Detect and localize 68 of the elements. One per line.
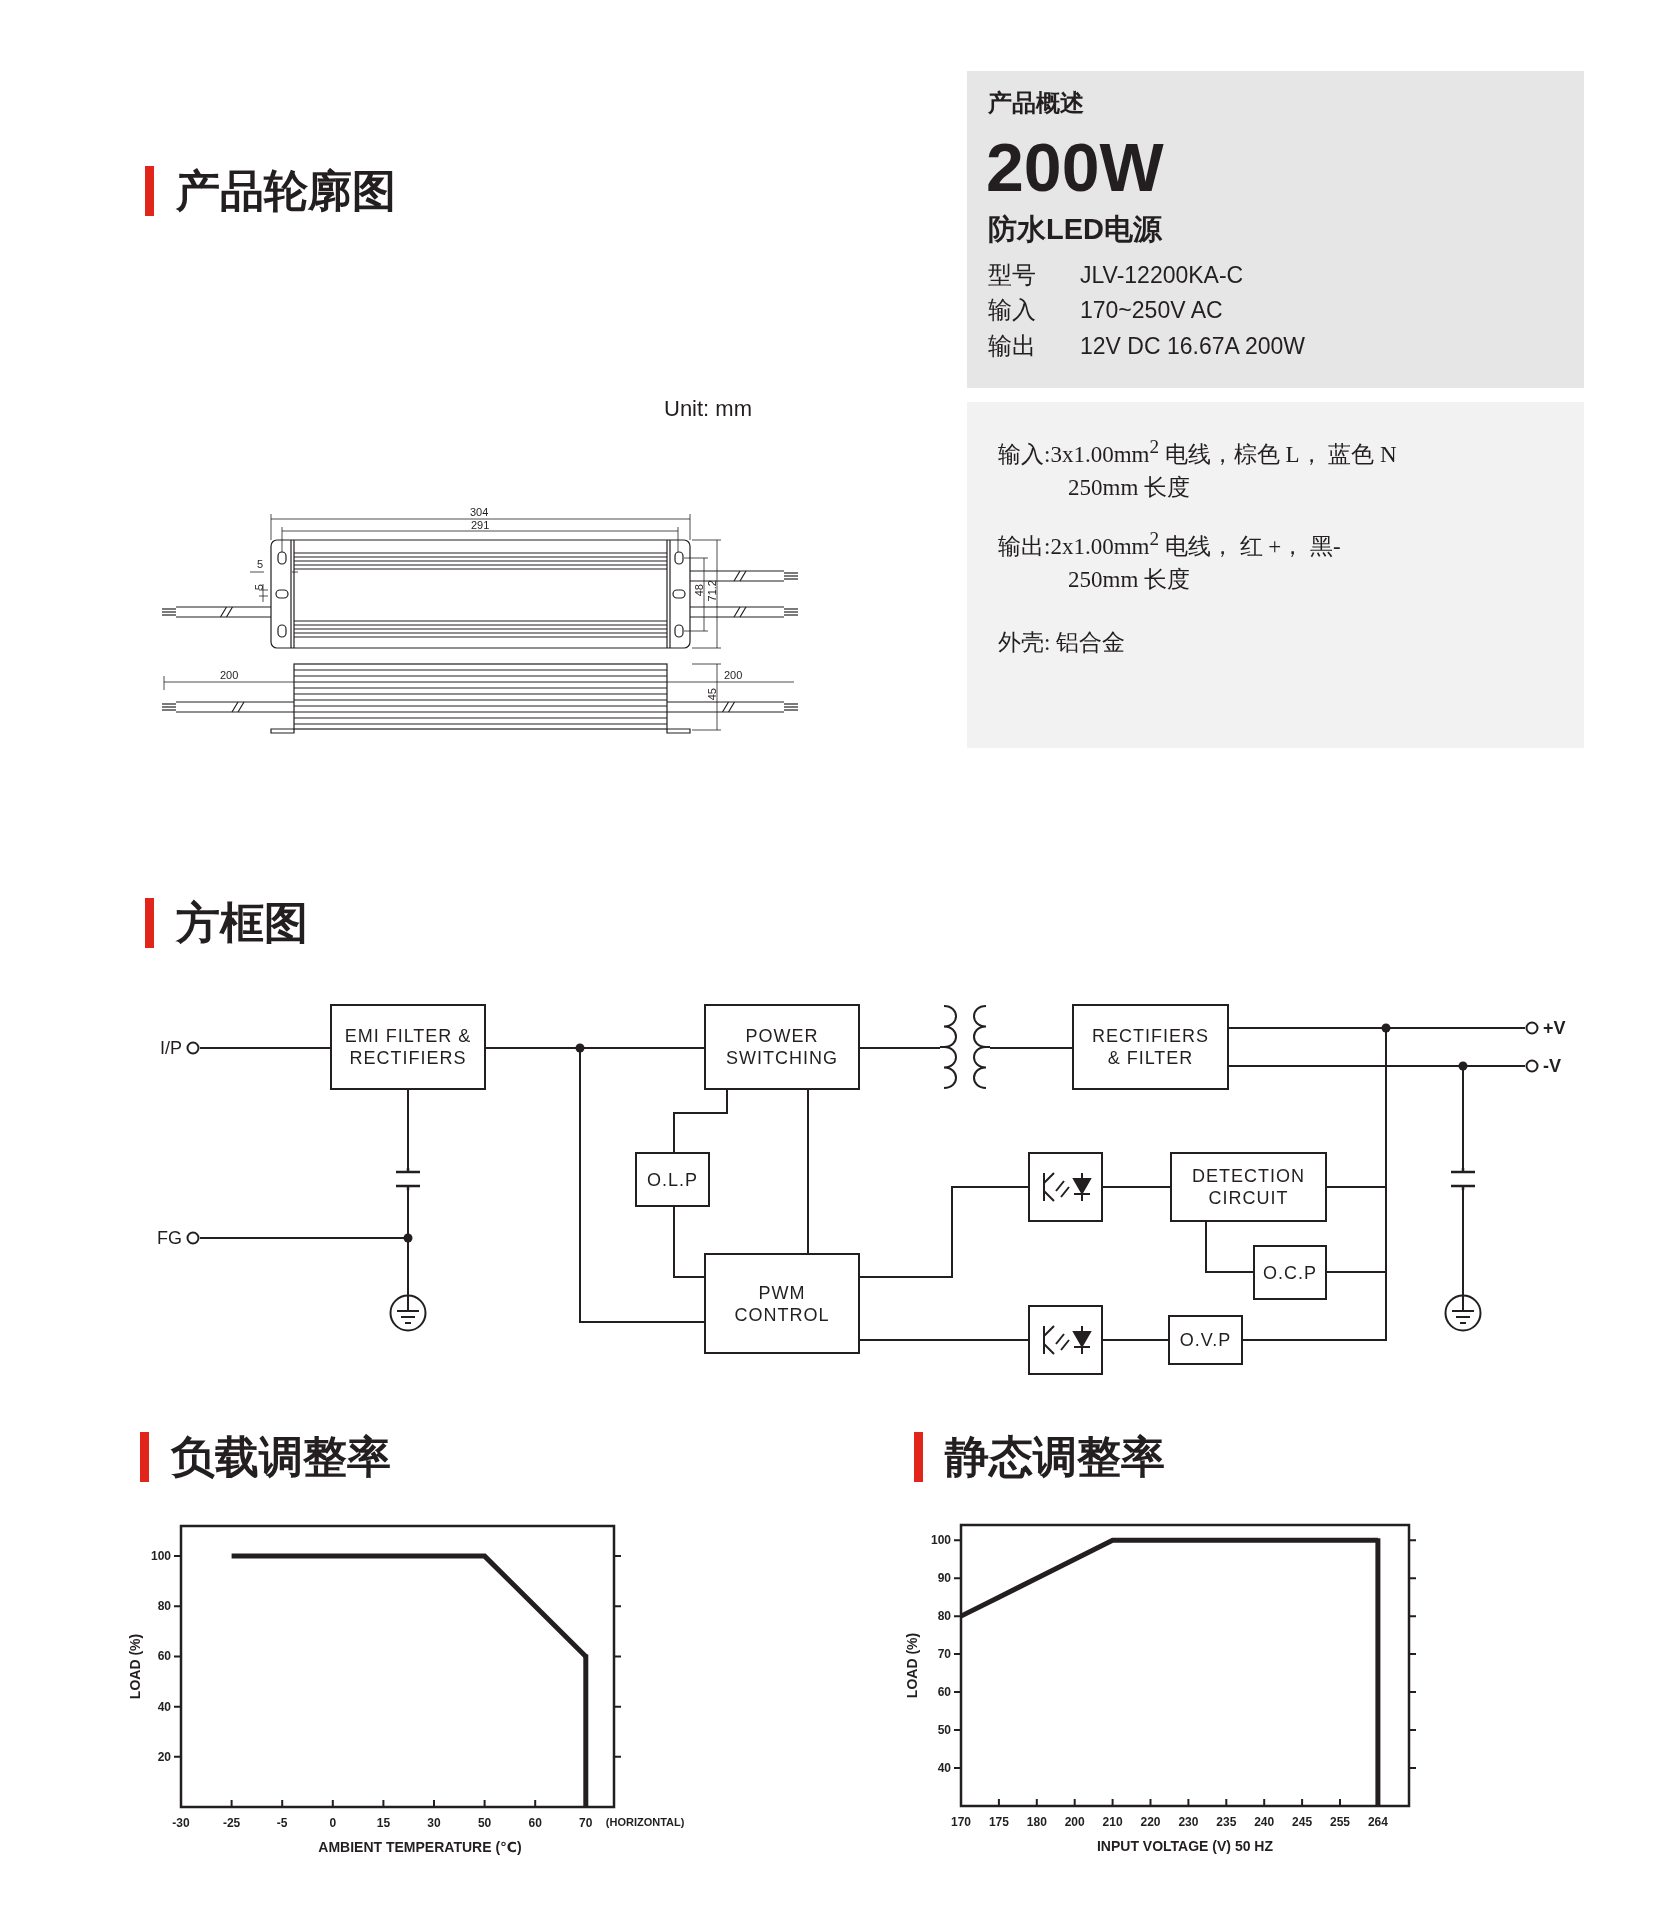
- spec-text: 外壳: 铝合金: [998, 629, 1127, 657]
- dimension-label: 48: [693, 584, 705, 597]
- tick-label: 50: [937, 1723, 951, 1738]
- field-label: 输入: [988, 298, 1036, 322]
- tick-label: 175: [988, 1815, 1009, 1829]
- tick-label: 15: [376, 1816, 391, 1830]
- terminal-label: -V: [1543, 1055, 1561, 1078]
- tick-label: 264: [1367, 1815, 1388, 1829]
- tick-label: 80: [937, 1609, 951, 1624]
- dimension-label: 45: [706, 688, 718, 701]
- axis-title: LOAD (%): [904, 1632, 920, 1699]
- tick-label: 210: [1102, 1815, 1123, 1829]
- tick-label: 100: [930, 1533, 951, 1548]
- tick-label: 60: [937, 1685, 951, 1700]
- tick-label: 100: [150, 1549, 171, 1564]
- tick-label: 40: [157, 1699, 171, 1714]
- tick-label: 20: [157, 1749, 171, 1764]
- tick-label: 180: [1026, 1815, 1047, 1829]
- product-name: 防水LED电源: [988, 215, 1162, 244]
- dimension-label: 5: [257, 558, 264, 570]
- dimension-label: 71.2: [706, 580, 718, 602]
- tick-label: 230: [1178, 1815, 1199, 1829]
- tick-label: 0: [329, 1816, 337, 1830]
- dimension-label: 304: [470, 506, 489, 518]
- axis-title: INPUT VOLTAGE (V) 50 HZ: [1097, 1838, 1273, 1854]
- tick-label: 30: [427, 1816, 441, 1830]
- spec-text: 输出:2x1.00mm$^{2}$ 电线， 红 +， 黑- 250mm 长度: [998, 527, 1342, 594]
- dimension-label: 5: [253, 584, 265, 591]
- tick-label: 50: [477, 1816, 492, 1830]
- unit-note: Unit: mm: [664, 396, 752, 422]
- tick-label: -30: [172, 1816, 190, 1830]
- tick-label: 200: [1064, 1815, 1085, 1829]
- tick-label: 70: [579, 1816, 593, 1830]
- dimension-label: 200: [724, 669, 743, 681]
- field-label: 型号: [988, 263, 1036, 287]
- tick-label: -5: [276, 1816, 288, 1830]
- terminal-label: +V: [1543, 1017, 1566, 1040]
- tick-label: 170: [951, 1815, 971, 1829]
- tick-label: 255: [1330, 1815, 1350, 1829]
- tick-label: 60: [528, 1816, 542, 1830]
- power-rating: 200W: [986, 133, 1164, 201]
- tick-label: 70: [937, 1647, 951, 1662]
- tick-label: 220: [1140, 1815, 1161, 1829]
- tick-label: 235: [1216, 1815, 1237, 1829]
- field-value: 12V DC 16.67A 200W: [1080, 335, 1306, 358]
- dimension-label: 200: [220, 669, 239, 681]
- section-heading: 负载调整率: [140, 1432, 391, 1482]
- field-value: JLV-12200KA-C: [1080, 264, 1244, 287]
- axis-title: LOAD (%): [127, 1633, 143, 1700]
- tick-label: 90: [937, 1571, 951, 1586]
- tick-label: 240: [1254, 1815, 1275, 1829]
- tick-label: 40: [937, 1761, 951, 1776]
- section-heading: 产品轮廓图: [145, 166, 396, 216]
- tick-label: 245: [1292, 1815, 1313, 1829]
- terminal-label: I/P: [160, 1037, 182, 1060]
- spec-text: 输入:3x1.00mm$^{2}$ 电线，棕色 L， 蓝色 N 250mm 长度: [998, 435, 1398, 502]
- field-label: 输出: [988, 334, 1036, 358]
- section-heading: 方框图: [145, 898, 308, 948]
- tick-label: -25: [222, 1816, 241, 1830]
- tick-label: 80: [157, 1599, 171, 1614]
- field-value: 170~250V AC: [1080, 299, 1223, 322]
- axis-title: AMBIENT TEMPERATURE (℃): [318, 1839, 522, 1855]
- tick-label: 60: [157, 1649, 171, 1664]
- terminal-label: FG: [157, 1227, 182, 1250]
- axis-note: (HORIZONTAL): [605, 1816, 685, 1828]
- dimension-label: 291: [471, 519, 490, 531]
- section-title: 产品概述: [988, 91, 1084, 115]
- section-heading: 静态调整率: [914, 1432, 1165, 1482]
